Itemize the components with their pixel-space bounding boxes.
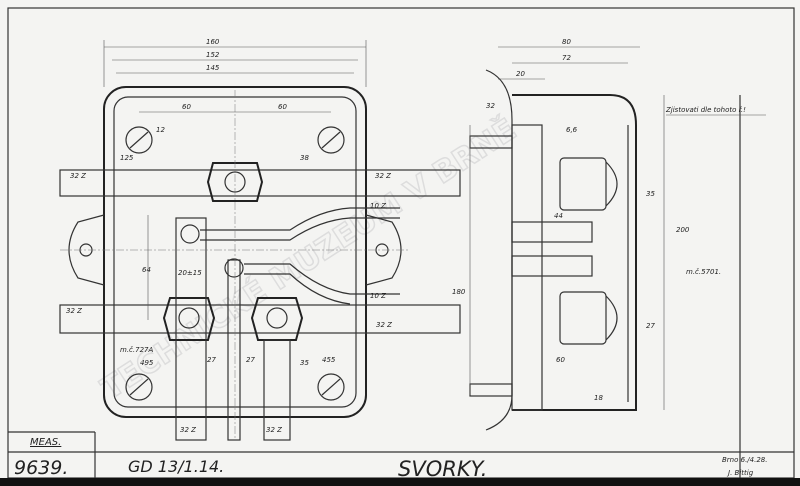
wire-lower [244, 263, 400, 305]
hex-nut-top [206, 162, 264, 202]
dim-label: 44 [554, 212, 563, 220]
screw-slot [321, 378, 341, 396]
dim-label: 35 [300, 359, 309, 367]
screw-icon [317, 373, 345, 401]
part-number: m.č.5701. [686, 268, 721, 276]
cover-profile [512, 94, 637, 411]
nut-dome [605, 295, 618, 341]
dim-label: 6,6 [566, 126, 578, 134]
dim-label: 64 [142, 266, 151, 274]
hex-nut-left [162, 297, 216, 341]
dim-label: 27 [646, 322, 655, 330]
dim-label: 180 [452, 288, 466, 296]
dim-label: 20±15 [178, 269, 202, 277]
terminal-strip [227, 259, 241, 441]
callout-label: 32 Z [376, 321, 392, 329]
part-number: m.č.727A [120, 346, 153, 354]
dim-label: 80 [562, 38, 571, 46]
dim-label: 145 [206, 64, 220, 72]
screw-slot [321, 131, 341, 149]
dim-label: 32 [486, 102, 495, 110]
screw-icon [125, 373, 153, 401]
signature: J. Bittig [726, 469, 754, 477]
busbar-top [59, 169, 461, 197]
callout-label: 32 Z [375, 172, 391, 180]
bolt [469, 383, 513, 397]
terminal-strip [175, 217, 207, 441]
dim-label: 125 [120, 154, 134, 162]
busbar-bottom [59, 304, 461, 334]
dim-label: 38 [300, 154, 309, 162]
screw-slot [129, 378, 149, 396]
callout-label: 10 Z [370, 202, 386, 210]
side-view: 80 72 20 32 6,6 35 44 60 200 180 18 27 Z… [452, 38, 766, 478]
terminal-strip [263, 339, 291, 441]
dim-label: 12 [156, 126, 165, 134]
callout-label: 32 Z [266, 426, 282, 434]
front-view: 160 152 145 60 60 12 125 64 20±15 38 495… [59, 38, 461, 441]
meas-label: MEAS. [30, 437, 61, 448]
dim-label: 72 [562, 54, 571, 62]
small-terminal-side [511, 255, 593, 277]
scan-edge [0, 478, 800, 486]
terminal-nut [559, 291, 607, 345]
dim-label: 200 [676, 226, 690, 234]
mount-profile [485, 69, 513, 431]
drawing-code: GD 13/1.14. [128, 457, 224, 476]
terminal-nut [559, 157, 607, 211]
dim-label: 27 [207, 356, 216, 364]
dim-label: 455 [322, 356, 336, 364]
small-terminal [180, 224, 200, 244]
dim-label: 60 [182, 103, 191, 111]
nut-bore [178, 307, 200, 329]
dim-label: 152 [206, 51, 220, 59]
note-text: Zjistovati dle tohoto ř.! [665, 106, 746, 114]
screw-icon [125, 126, 153, 154]
dim-label: 160 [206, 38, 220, 46]
nut-bore [266, 307, 288, 329]
dim-label: 20 [516, 70, 525, 78]
date-text: Brno 6./4.28. [722, 456, 767, 464]
callout-label: 32 Z [66, 307, 82, 315]
drawing-title: SVORKY. [398, 457, 487, 481]
callout-label: 32 Z [70, 172, 86, 180]
nut-dome [605, 161, 618, 207]
screw-icon [317, 126, 345, 154]
drawing-number: 9639. [14, 457, 68, 479]
small-terminal-side [511, 221, 593, 243]
small-terminal [224, 258, 244, 278]
screw-slot [129, 131, 149, 149]
wire-upper [200, 207, 400, 241]
dim-label: 27 [246, 356, 255, 364]
dim-label: 35 [646, 190, 655, 198]
title-block: MEAS. 9639. GD 13/1.14. SVORKY. Brno 6./… [14, 437, 767, 481]
callout-label: 10 Z [370, 292, 386, 300]
dim-label: 60 [278, 103, 287, 111]
hex-nut-right [250, 297, 304, 341]
callout-label: 32 Z [180, 426, 196, 434]
dim-label: 60 [556, 356, 565, 364]
mounting-lug-left [68, 214, 105, 286]
insulating-base [511, 124, 543, 411]
dim-label: 18 [594, 394, 603, 402]
dim-label: 495 [140, 359, 154, 367]
